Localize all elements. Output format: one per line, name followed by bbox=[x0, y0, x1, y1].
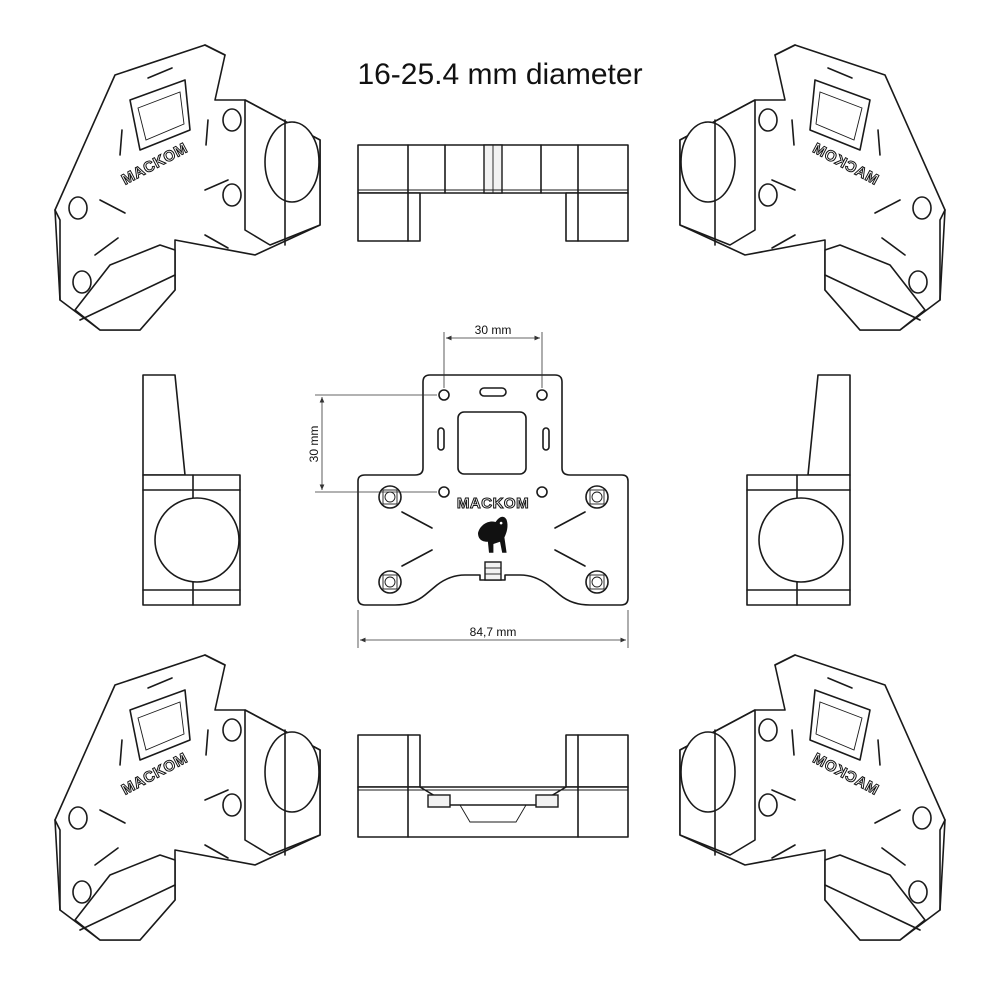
top-view bbox=[357, 144, 629, 242]
side-view-left bbox=[142, 374, 241, 606]
dimension-label-horizontal: 30 mm bbox=[475, 323, 512, 337]
diagram-title: 16-25.4 mm diameter bbox=[357, 58, 643, 91]
dimension-label-vertical: 30 mm bbox=[307, 426, 321, 463]
dimension-vertical-30: 30 mm bbox=[307, 394, 437, 493]
iso-view-bottom-left bbox=[54, 654, 321, 941]
iso-view-top-right bbox=[679, 44, 946, 331]
dimension-overall-width: 84,7 mm bbox=[357, 610, 629, 648]
front-plate-view: MACKOM bbox=[357, 374, 629, 606]
iso-view-bottom-right bbox=[679, 654, 946, 941]
brand-logo-text: MACKOM bbox=[457, 495, 529, 512]
dimension-label-width: 84,7 mm bbox=[470, 625, 517, 639]
side-view-right bbox=[746, 374, 851, 606]
dimension-horizontal-30: 30 mm bbox=[443, 323, 543, 388]
iso-view-top-left bbox=[54, 44, 321, 331]
bottom-view bbox=[357, 734, 629, 838]
